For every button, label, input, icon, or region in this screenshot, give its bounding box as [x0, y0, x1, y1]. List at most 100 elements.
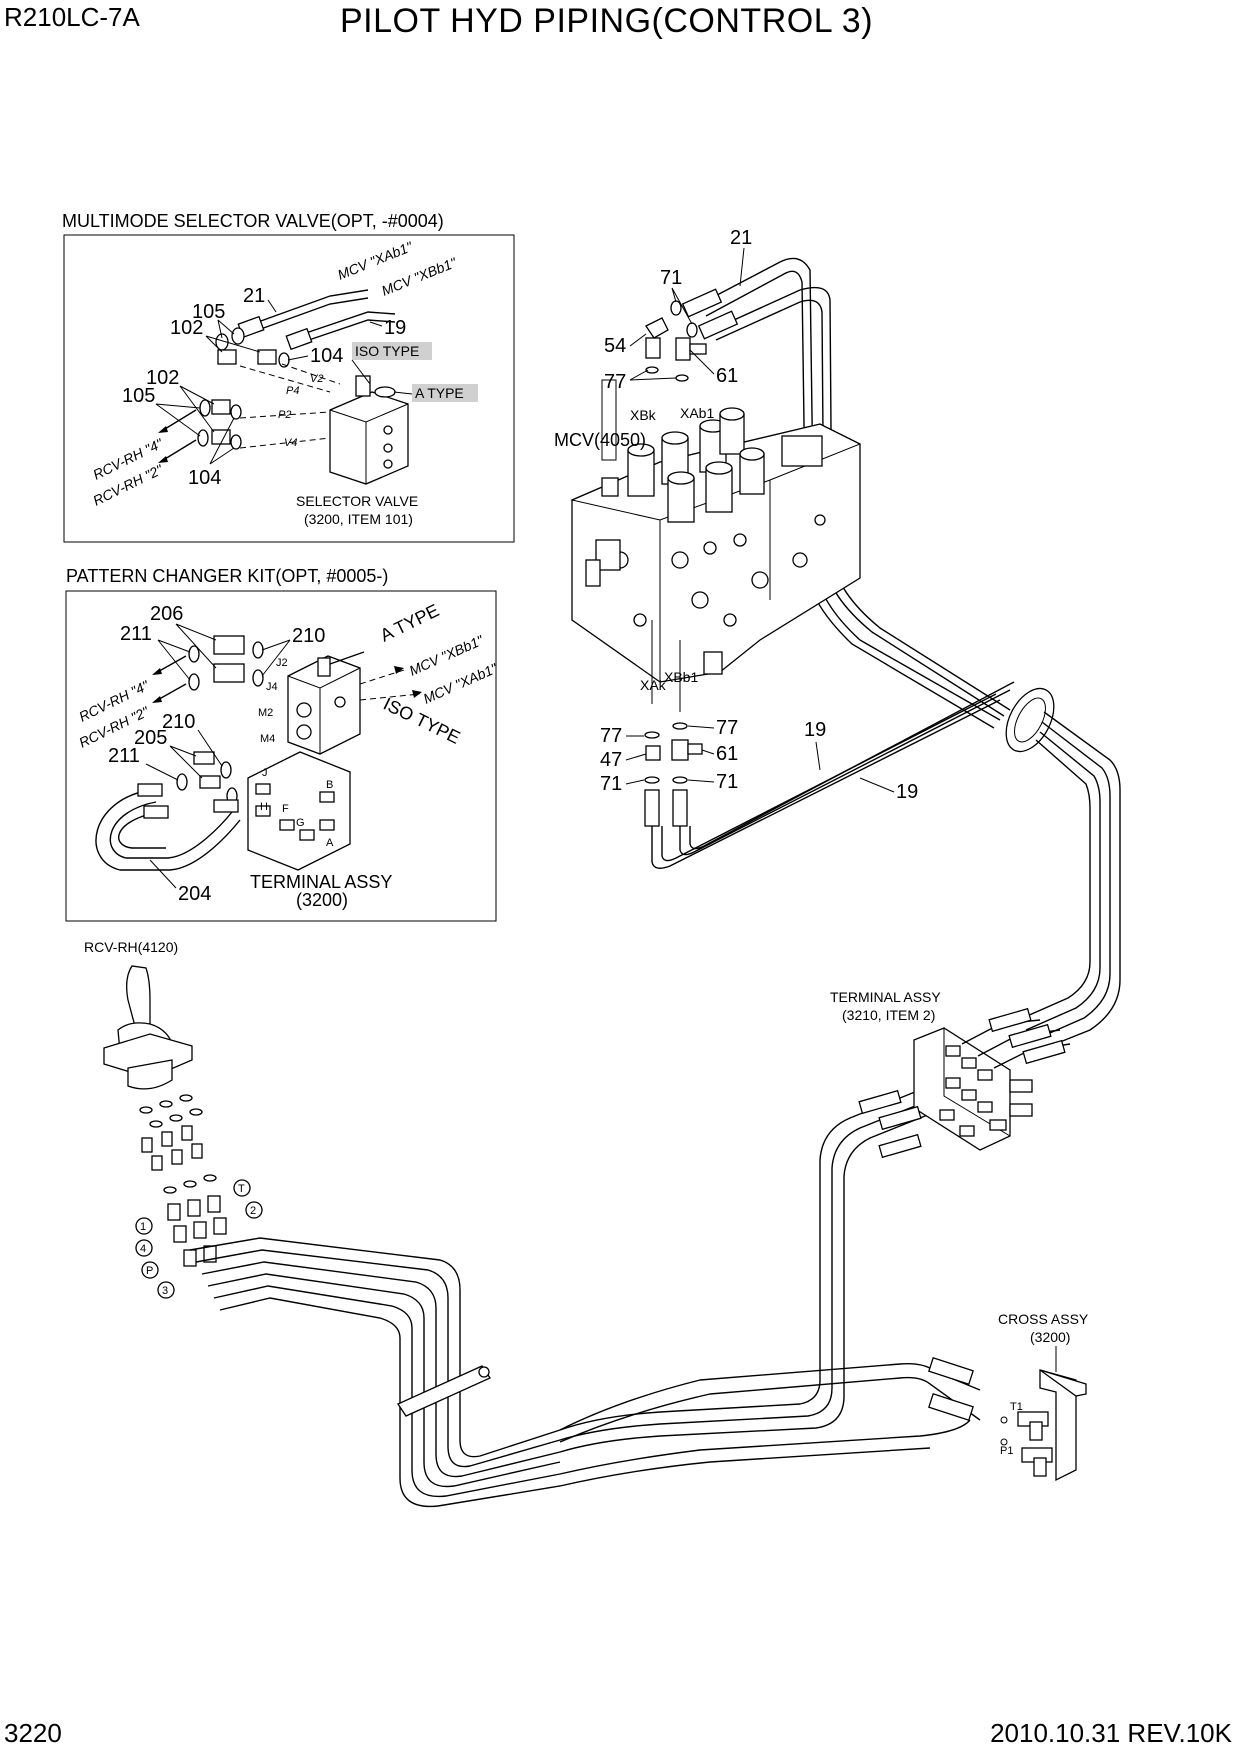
callout-105: 105 [122, 385, 155, 407]
arrowhead [152, 696, 162, 703]
port-marker [1000, 1438, 1008, 1446]
hose-fitting [143, 805, 169, 819]
callout-61: 61 [716, 743, 738, 765]
rcv-hose-2 [195, 1099, 931, 1468]
leader [687, 725, 715, 729]
leader [629, 369, 677, 381]
iso-type-tag: ISO TYPE [355, 343, 419, 359]
callout-102: 102 [170, 317, 203, 339]
hose-clamp-lower [397, 1365, 491, 1417]
port-line [239, 411, 331, 419]
cross-assy-caption: CROSS ASSY [998, 1311, 1089, 1327]
hose-fitting [697, 310, 739, 340]
callout-19: 19 [384, 317, 406, 339]
fitting-47 [645, 745, 661, 761]
valve-port [383, 443, 393, 453]
adapter-205 [193, 751, 215, 765]
inset-multimode-frame [63, 234, 515, 543]
valve-lever [329, 651, 365, 665]
hose-204 [95, 789, 241, 871]
leader [157, 639, 191, 681]
leader [393, 391, 413, 395]
tee-206 [213, 635, 245, 655]
hose-fitting [644, 789, 660, 827]
selector-valve-caption: SELECTOR VALVE [296, 493, 418, 509]
hose-bundle [1039, 711, 1121, 1051]
hose-19-lower-d [689, 681, 1015, 850]
terminal-fitting [255, 805, 271, 817]
port-marker [1000, 1416, 1008, 1424]
callout-71: 71 [660, 267, 682, 289]
tee-61-branch [687, 743, 703, 755]
valve-port [383, 459, 393, 469]
rcv-port-2: 2 [250, 1205, 256, 1217]
o-ring-210 [252, 669, 264, 687]
port-label-m2: M2 [258, 707, 273, 719]
port-label-j4: J4 [266, 681, 278, 693]
callout-47: 47 [600, 749, 622, 771]
port-label-m4: M4 [260, 733, 275, 745]
o-ring-104 [230, 404, 242, 420]
valve-stem [355, 375, 371, 397]
hose-bundle-d [1017, 739, 1091, 1021]
bracket-edge [943, 1028, 1011, 1137]
iso-type-tag: ISO TYPE [380, 694, 463, 748]
joystick-body [127, 1059, 173, 1090]
port-label-b: B [326, 779, 333, 791]
leader [145, 763, 179, 781]
hose-19-inset [299, 311, 396, 336]
arrowhead [158, 426, 168, 433]
terminal-assy-ref: (3210, ITEM 2) [842, 1007, 935, 1023]
o-ring-77 [675, 374, 689, 382]
port-label-xbb1: XBb1 [664, 669, 698, 685]
o-ring-105 [199, 399, 211, 417]
port-label-xbk: XBk [630, 407, 657, 423]
a-type-tag: A TYPE [415, 385, 464, 401]
rcv-port-p: P [146, 1265, 153, 1277]
hose-19-inset-b [299, 319, 396, 344]
callout-211: 211 [120, 623, 152, 645]
rcv-port-4: 4 [140, 1243, 146, 1255]
port-circle-4 [135, 1239, 153, 1257]
hose-fitting [1008, 1023, 1052, 1049]
leader [701, 749, 715, 755]
terminal-assy-ref: (3200) [296, 890, 348, 910]
leader [217, 319, 235, 339]
callout-204: 204 [178, 883, 211, 905]
callout-71: 71 [600, 773, 622, 795]
cross-fitting-branch [1033, 1457, 1047, 1477]
selector-valve-ref: (3200, ITEM 101) [304, 511, 413, 527]
o-ring-71 [686, 322, 698, 338]
leader [175, 623, 217, 669]
o-ring-211 [176, 773, 188, 791]
leader [739, 247, 745, 287]
leader [155, 403, 201, 437]
port-label-a: A [326, 837, 334, 849]
cross-assy: CROSS ASSY (3200) T1 P1 [998, 1311, 1089, 1482]
rcv-hose-3 [201, 1109, 941, 1478]
hose-bundle-c [1025, 731, 1101, 1031]
rcv-hose-4 [207, 1273, 561, 1488]
leader [625, 753, 647, 761]
inset-pattern-title: PATTERN CHANGER KIT(OPT, #0005-) [66, 566, 388, 586]
port-label-j2: J2 [276, 657, 288, 669]
callout-102: 102 [146, 367, 179, 389]
port-label-xab1: XAb1 [680, 405, 714, 421]
terminal-fittings [939, 1045, 1033, 1137]
revision-date: 2010.10.31 REV.10K [990, 1718, 1232, 1748]
cross-assy-ref: (3200) [1030, 1329, 1070, 1345]
callout-210: 210 [292, 625, 325, 647]
leader [351, 359, 371, 385]
hose-clamp-inner [1014, 697, 1046, 743]
port-label-g: G [296, 817, 305, 829]
hose-fitting [988, 1007, 1032, 1033]
valve-port [383, 425, 393, 435]
hose-204-c [118, 813, 166, 849]
terminal-assy-caption: TERMINAL ASSY [830, 989, 941, 1005]
tee-206 [213, 663, 245, 683]
callout-205: 205 [134, 727, 167, 749]
port-line [359, 693, 421, 701]
o-ring-77 [672, 722, 688, 730]
valve-stem [317, 657, 331, 677]
rcv-rh-assembly: RCV-RH(4120) [84, 939, 981, 1508]
